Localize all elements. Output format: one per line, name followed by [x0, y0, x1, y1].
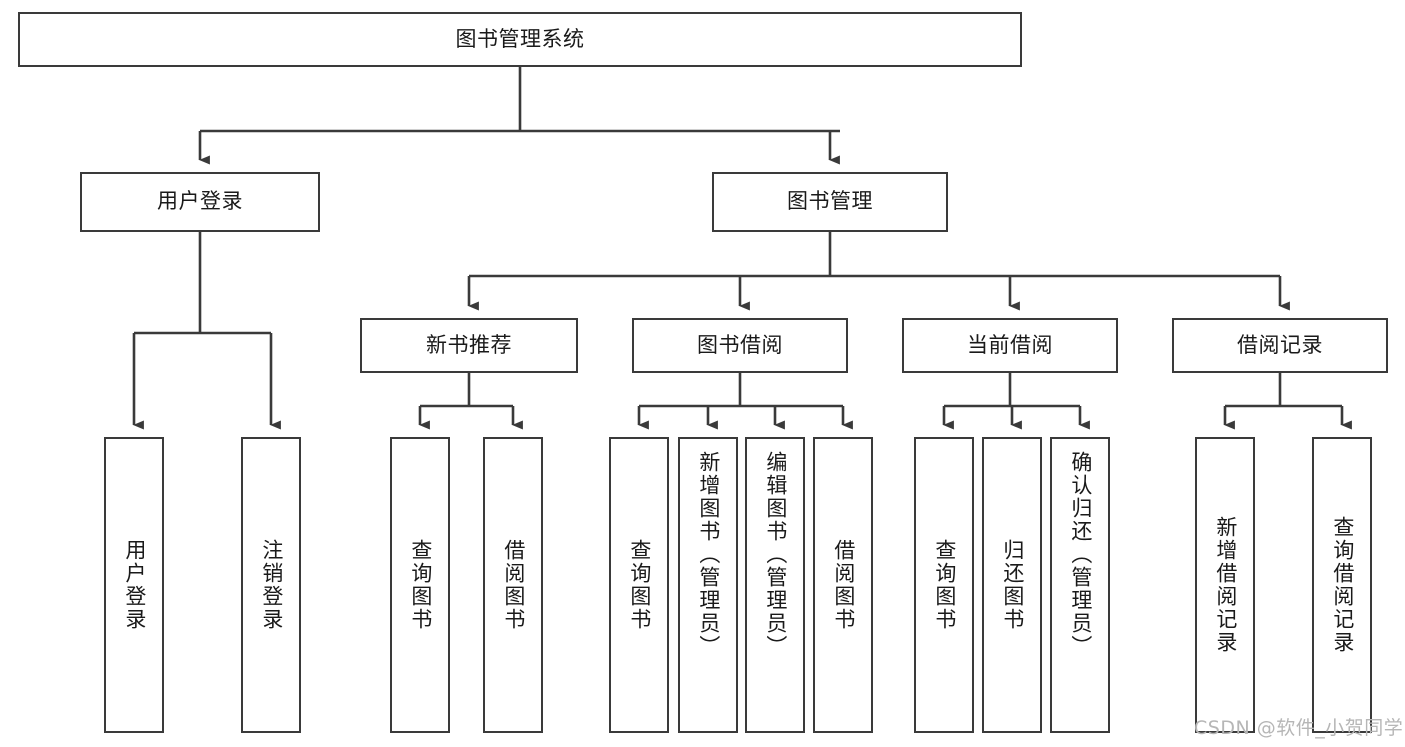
- node-current-borrow[interactable]: 当前借阅: [902, 318, 1118, 373]
- leaf-query-book-borrow[interactable]: 查询图书: [609, 437, 669, 733]
- leaf-return-book[interactable]: 归还图书: [982, 437, 1042, 733]
- leaf-logout[interactable]: 注销登录: [241, 437, 301, 733]
- csdn-watermark: CSDN @软件_小贺同学: [1194, 717, 1404, 739]
- leaf-query-book-recommend[interactable]: 查询图书: [390, 437, 450, 733]
- node-borrow-record[interactable]: 借阅记录: [1172, 318, 1388, 373]
- node-new-book-recommend[interactable]: 新书推荐: [360, 318, 578, 373]
- leaf-add-borrow-record[interactable]: 新增借阅记录: [1195, 437, 1255, 733]
- leaf-add-book-admin[interactable]: 新增图书（管理员）: [678, 437, 738, 733]
- leaf-borrow-book[interactable]: 借阅图书: [813, 437, 873, 733]
- node-root[interactable]: 图书管理系统: [18, 12, 1022, 67]
- leaf-user-login[interactable]: 用户登录: [104, 437, 164, 733]
- leaf-borrow-book-recommend[interactable]: 借阅图书: [483, 437, 543, 733]
- node-book-borrow[interactable]: 图书借阅: [632, 318, 848, 373]
- leaf-confirm-return-admin[interactable]: 确认归还（管理员）: [1050, 437, 1110, 733]
- node-user-login[interactable]: 用户登录: [80, 172, 320, 232]
- node-book-manage[interactable]: 图书管理: [712, 172, 948, 232]
- leaf-query-borrow-record[interactable]: 查询借阅记录: [1312, 437, 1372, 733]
- leaf-query-book-current[interactable]: 查询图书: [914, 437, 974, 733]
- leaf-edit-book-admin[interactable]: 编辑图书（管理员）: [745, 437, 805, 733]
